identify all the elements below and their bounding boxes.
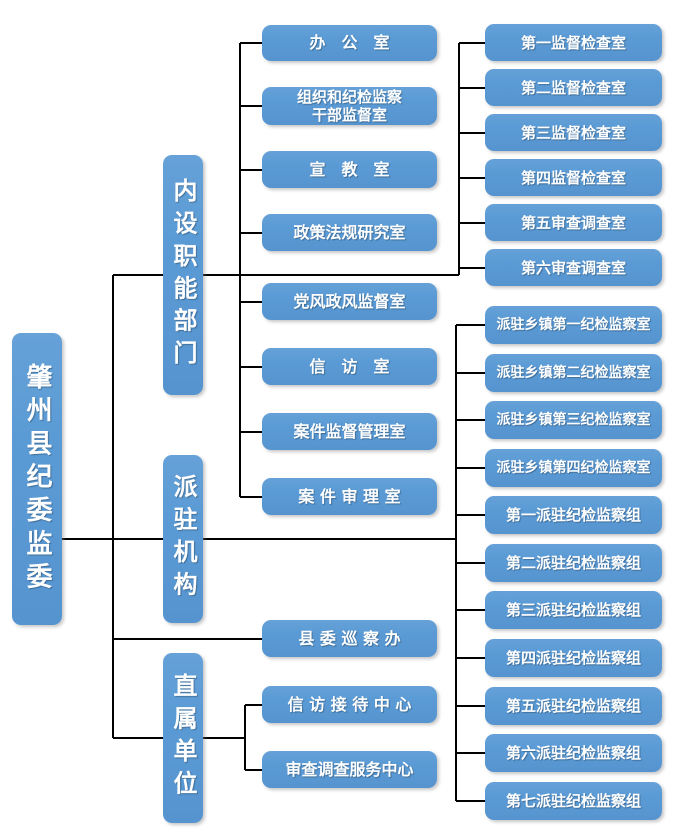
org-node-label: 审查调查服务中心	[285, 759, 414, 779]
org-node-label: 宣 教 室	[309, 159, 390, 179]
org-node-label: 组织和纪检监察 干部监督室	[296, 88, 402, 124]
org-node-label: 第一监督检查室	[520, 33, 626, 52]
org-node-m3: 宣 教 室	[262, 151, 437, 188]
org-node-label: 县 委 巡 察 办	[298, 628, 401, 648]
org-node-label: 第六审查调查室	[520, 258, 626, 277]
org-node-p9: 第五派驻纪检监察组	[485, 687, 662, 725]
org-node-label: 第五审查调查室	[520, 213, 626, 232]
org-node-p6: 第二派驻纪检监察组	[485, 544, 662, 582]
org-node-m6: 信 访 室	[262, 348, 437, 385]
org-node-r3: 第三监督检查室	[485, 114, 662, 151]
org-node-label: 第三派驻纪检监察组	[505, 601, 641, 619]
org-node-label: 派驻乡镇第二纪检监察室	[496, 364, 651, 381]
org-node-m5: 党风政风监督室	[262, 283, 437, 320]
org-node-u1: 信 访 接 待 中 心	[262, 686, 437, 723]
org-node-label: 政策法规研究室	[293, 222, 406, 242]
org-node-label: 第七派驻纪检监察组	[505, 792, 641, 810]
org-node-p3: 派驻乡镇第三纪检监察室	[485, 401, 662, 439]
org-node-label: 派驻乡镇第四纪检监察室	[496, 459, 651, 476]
org-node-p4: 派驻乡镇第四纪检监察室	[485, 449, 662, 487]
org-node-m2: 组织和纪检监察 干部监督室	[262, 87, 437, 125]
org-node-label: 第五派驻纪检监察组	[505, 697, 641, 715]
org-node-label: 派驻乡镇第三纪检监察室	[496, 411, 651, 428]
org-node-u2: 审查调查服务中心	[262, 751, 437, 788]
org-node-p7: 第三派驻纪检监察组	[485, 591, 662, 629]
org-node-label: 内设职能部门	[169, 177, 197, 373]
org-node-label: 党风政风监督室	[293, 291, 406, 311]
org-node-r5: 第五审查调查室	[485, 204, 662, 241]
org-node-r1: 第一监督检查室	[485, 24, 662, 61]
org-node-label: 办 公 室	[309, 33, 390, 53]
org-node-m8: 案 件 审 理 室	[262, 478, 437, 515]
org-node-g3: 直属单位	[163, 653, 203, 823]
org-node-p10: 第六派驻纪检监察组	[485, 734, 662, 772]
org-node-label: 第四派驻纪检监察组	[505, 649, 641, 667]
org-node-label: 派驻机构	[169, 474, 197, 604]
org-node-p2: 派驻乡镇第二纪检监察室	[485, 354, 662, 392]
org-node-label: 第二监督检查室	[520, 78, 626, 97]
org-node-d1: 县 委 巡 察 办	[262, 620, 437, 657]
org-node-p11: 第七派驻纪检监察组	[485, 782, 662, 820]
org-node-r6: 第六审查调查室	[485, 249, 662, 286]
org-node-label: 派驻乡镇第一纪检监察室	[496, 316, 651, 333]
org-node-m7: 案件监督管理室	[262, 413, 437, 450]
org-node-label: 案件监督管理室	[293, 421, 406, 441]
org-node-label: 第三监督检查室	[520, 123, 626, 142]
org-node-p8: 第四派驻纪检监察组	[485, 639, 662, 677]
org-node-r2: 第二监督检查室	[485, 69, 662, 106]
org-node-label: 肇州县纪委监委	[22, 362, 52, 596]
org-node-p5: 第一派驻纪检监察组	[485, 496, 662, 534]
org-node-label: 信 访 接 待 中 心	[287, 694, 412, 714]
org-node-m4: 政策法规研究室	[262, 214, 437, 251]
org-node-label: 第四监督检查室	[520, 168, 626, 187]
org-node-g2: 派驻机构	[163, 455, 203, 623]
org-node-p1: 派驻乡镇第一纪检监察室	[485, 306, 662, 344]
org-node-root: 肇州县纪委监委	[12, 333, 62, 625]
org-node-label: 第六派驻纪检监察组	[505, 744, 641, 762]
org-node-label: 第二派驻纪检监察组	[505, 554, 641, 572]
org-node-label: 案 件 审 理 室	[298, 486, 401, 506]
org-node-r4: 第四监督检查室	[485, 159, 662, 196]
org-node-m1: 办 公 室	[262, 25, 437, 61]
org-node-label: 信 访 室	[309, 356, 390, 376]
org-node-label: 直属单位	[169, 673, 197, 803]
org-node-label: 第一派驻纪检监察组	[505, 506, 641, 524]
org-node-g1: 内设职能部门	[163, 155, 203, 395]
